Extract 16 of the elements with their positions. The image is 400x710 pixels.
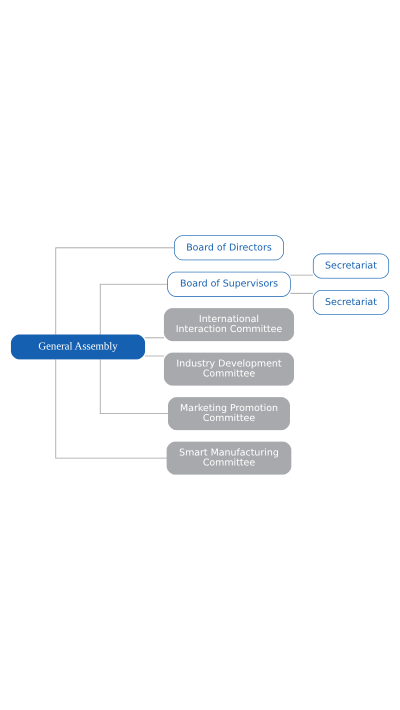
node-box: Smart Manufacturing Committee	[166, 442, 292, 475]
connector	[290, 292, 314, 294]
node-box: Industry Development Committee	[164, 352, 294, 386]
connector	[55, 358, 168, 459]
connector	[100, 358, 169, 414]
connector	[144, 337, 165, 338]
node-box: General Assembly	[10, 334, 146, 360]
node-box: Board of Supervisors	[167, 272, 291, 297]
connector	[290, 274, 314, 276]
node-box: Secretariat	[312, 254, 390, 278]
node-box: Secretariat	[312, 290, 390, 315]
connector	[55, 247, 175, 336]
connector	[100, 284, 168, 335]
node-box: Marketing Promotion Committee	[168, 397, 290, 430]
node-box: International Interaction Committee	[164, 308, 294, 342]
node-box: Board of Directors	[174, 235, 284, 260]
